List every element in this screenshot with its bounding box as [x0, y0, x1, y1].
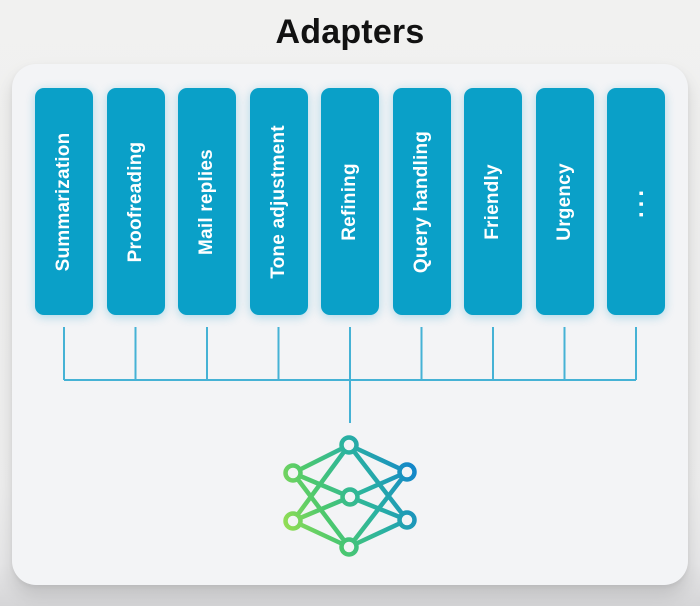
adapter-bar-summarization: Summarization	[35, 88, 93, 315]
adapter-bars: Summarization Proofreading Mail replies Ton…	[35, 88, 665, 315]
nn-nodes	[283, 435, 417, 557]
adapter-bar-friendly: Friendly	[464, 88, 522, 315]
connector-lines	[63, 327, 637, 423]
adapter-bar-urgency: Urgency	[535, 88, 594, 315]
adapter-bar-label: Query handling	[410, 130, 432, 273]
adapter-bar-refining: Refining	[321, 88, 379, 315]
adapter-bar-tone-adjustment: Tone adjustment	[249, 88, 308, 315]
connector-path	[63, 327, 637, 423]
adapter-bar-more: ...	[607, 88, 665, 315]
adapter-bar-label: Tone adjustment	[267, 124, 289, 279]
adapters-card: Summarization Proofreading Mail replies Ton…	[12, 64, 688, 585]
adapter-bar-label: Friendly	[482, 163, 503, 240]
adapter-bar-label: Summarization	[53, 132, 74, 271]
adapter-bar-label: Refining	[339, 162, 360, 241]
adapter-bar-label: Urgency	[553, 162, 575, 241]
nn-edges	[291, 442, 409, 550]
adapter-bar-proofreading: Proofreading	[106, 88, 165, 315]
adapter-bar-label: Proofreading	[124, 141, 146, 262]
neural-network-icon	[283, 435, 417, 557]
page-title: Adapters	[275, 13, 425, 51]
adapter-bar-label: Mail replies	[196, 148, 217, 255]
adapter-bar-mail-replies: Mail replies	[178, 88, 236, 315]
adapter-bar-query-handling: Query handling	[392, 88, 451, 315]
adapter-bar-label: ...	[622, 185, 649, 218]
